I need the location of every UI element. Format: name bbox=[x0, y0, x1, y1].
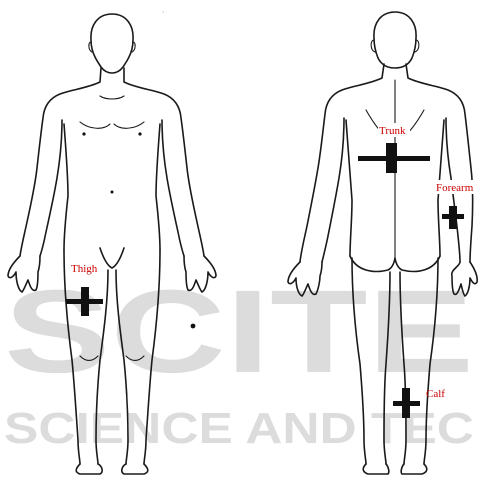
front-head bbox=[91, 14, 133, 73]
calf-label: Calf bbox=[426, 388, 445, 400]
trunk-marker-cross bbox=[386, 143, 397, 173]
thigh-label: Thigh bbox=[71, 263, 98, 275]
front-inner-arms bbox=[40, 120, 184, 256]
front-collarbone bbox=[100, 96, 124, 99]
front-nipple-left bbox=[82, 132, 85, 135]
front-nipple-right bbox=[138, 132, 141, 135]
front-right-foot bbox=[122, 464, 148, 474]
forearm-marker-cross bbox=[449, 206, 457, 229]
trunk-label: Trunk bbox=[379, 125, 406, 137]
front-chest-right bbox=[114, 122, 144, 128]
watermark-main: SCITE bbox=[4, 266, 474, 398]
back-head bbox=[374, 12, 416, 68]
calf-marker-cross bbox=[402, 388, 410, 418]
forearm-label: Forearm bbox=[436, 182, 474, 194]
back-left-foot bbox=[363, 464, 389, 474]
back-right-foot bbox=[401, 464, 427, 474]
forearm-marker bbox=[442, 206, 464, 229]
trunk-marker bbox=[358, 143, 430, 173]
thigh-marker-cross bbox=[81, 287, 89, 316]
front-groin bbox=[100, 248, 124, 268]
front-navel bbox=[111, 191, 114, 194]
front-left-foot bbox=[76, 464, 102, 474]
front-chest-left bbox=[80, 122, 110, 128]
stray-dot bbox=[191, 324, 196, 329]
speck-mark: · bbox=[162, 9, 164, 16]
front-torso-sides bbox=[64, 124, 160, 250]
